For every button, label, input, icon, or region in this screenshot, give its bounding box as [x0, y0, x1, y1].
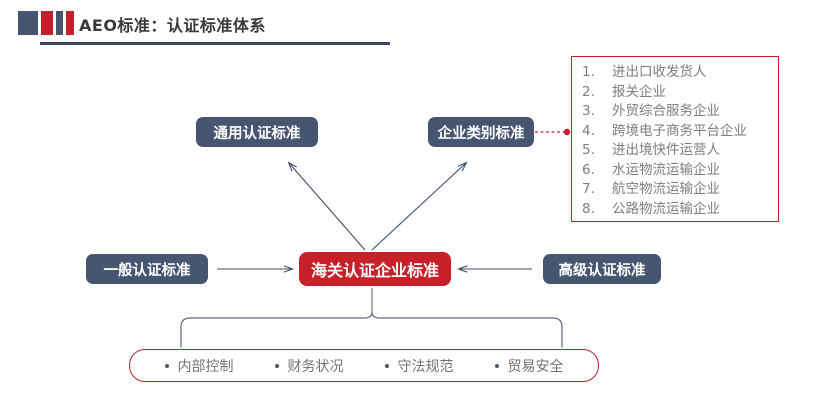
node-customs-cert-label: 海关认证企业标准 [310, 261, 439, 280]
list-item-number: 3. [582, 103, 595, 119]
list-item: 2. 报关企业 [582, 83, 774, 103]
criteria-item-label: 守法规范 [397, 358, 454, 375]
criteria-item-label: 贸易安全 [507, 358, 564, 375]
arrow-to-enterprise-category [371, 163, 466, 251]
list-item: 3. 外贸综合服务企业 [582, 102, 774, 122]
criteria-item-label: 内部控制 [177, 358, 234, 375]
list-item-number: 1. [582, 64, 595, 80]
criteria-item: 财务状况 [274, 356, 344, 376]
bullet-icon [164, 363, 169, 368]
node-general-cert-label: 通用认证标准 [213, 125, 301, 142]
list-item-number: 4. [582, 122, 595, 139]
node-advanced-cert[interactable]: 高级认证标准 [543, 254, 661, 284]
node-enterprise-category[interactable]: 企业类别标准 [428, 117, 534, 147]
bullet-icon [274, 363, 279, 368]
list-item: 5. 进出境快件运营人 [582, 141, 774, 161]
list-item-number: 2. [582, 83, 595, 100]
accent-bar-red-narrow [66, 11, 74, 35]
accent-bar-slate-narrow [56, 11, 63, 35]
accent-bar-slate-wide [18, 11, 38, 35]
node-customs-cert[interactable]: 海关认证企业标准 [299, 252, 451, 286]
criteria-item: 贸易安全 [494, 356, 564, 376]
node-basic-cert[interactable]: 一般认证标准 [86, 254, 208, 284]
list-item: 6. 水运物流运输企业 [582, 161, 774, 181]
header-accent-bars [18, 11, 74, 35]
list-item: 8. 公路物流运输企业 [582, 200, 774, 220]
list-item-label: 进出境快件运营人 [612, 142, 720, 158]
list-item-label: 跨境电子商务平台企业 [612, 122, 747, 139]
list-item: 4. 跨境电子商务平台企业 [582, 122, 774, 142]
list-item-number: 5. [582, 142, 595, 158]
dashed-link-endpoint-dot [563, 128, 571, 136]
list-item-label: 水运物流运输企业 [612, 161, 720, 178]
node-general-cert[interactable]: 通用认证标准 [196, 117, 318, 147]
list-item-label: 外贸综合服务企业 [612, 103, 720, 119]
accent-bar-red-wide [41, 11, 53, 35]
list-item: 1. 进出口收发货人 [582, 63, 774, 83]
node-basic-cert-label: 一般认证标准 [103, 262, 191, 279]
list-item-label: 报关企业 [612, 83, 666, 100]
criteria-item: 内部控制 [164, 356, 234, 376]
list-item-number: 6. [582, 161, 595, 178]
page-title: AEO标准：认证标准体系 [79, 16, 266, 35]
list-item-label: 公路物流运输企业 [612, 200, 720, 217]
list-item-number: 8. [582, 200, 595, 217]
criteria-item-label: 财务状况 [287, 358, 344, 375]
criteria-strip: 内部控制 财务状况 守法规范 贸易安全 [129, 349, 599, 382]
list-item-number: 7. [582, 181, 595, 197]
arrow-to-general-cert [289, 163, 366, 251]
list-item: 7. 航空物流运输企业 [582, 180, 774, 200]
list-item-label: 航空物流运输企业 [612, 181, 720, 197]
curly-brace [180, 311, 563, 348]
header-divider [40, 42, 390, 45]
bullet-icon [384, 363, 389, 368]
node-enterprise-category-label: 企业类别标准 [437, 125, 525, 142]
category-list: 1. 进出口收发货人 2. 报关企业 3. 外贸综合服务企业 4. 跨境电子商务平台企业 5. 进… [582, 63, 774, 219]
node-advanced-cert-label: 高级认证标准 [558, 262, 646, 279]
criteria-item: 守法规范 [384, 356, 454, 376]
category-list-panel: 1. 进出口收发货人 2. 报关企业 3. 外贸综合服务企业 4. 跨境电子商务平台企业 5. 进… [571, 56, 779, 222]
bullet-icon [494, 363, 499, 368]
list-item-label: 进出口收发货人 [612, 64, 707, 80]
